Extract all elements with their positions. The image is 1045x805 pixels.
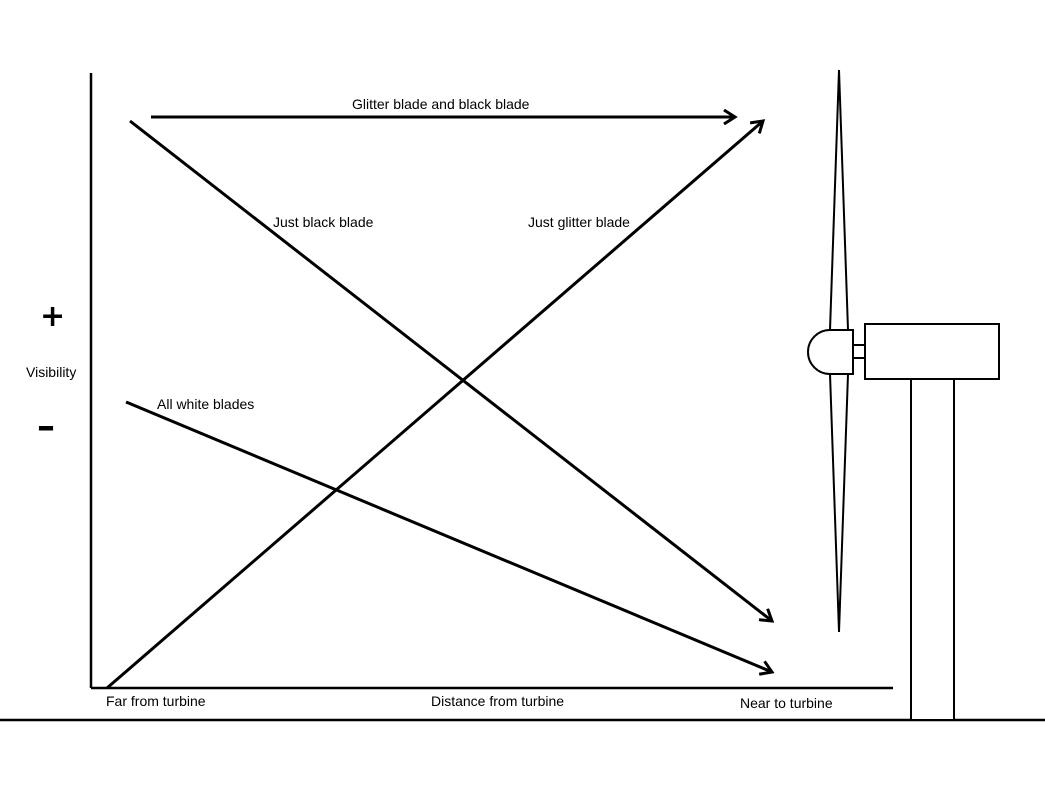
just-glitter-label: Just glitter blade: [528, 214, 630, 230]
y-axis-label: Visibility: [26, 364, 77, 380]
all-white-arrow: [125, 400, 772, 672]
just-black-arrow: [129, 119, 772, 621]
turbine-hub: [807, 329, 854, 375]
turbine-tower: [910, 377, 955, 721]
x-axis-near-label: Near to turbine: [740, 695, 833, 711]
wind-turbine-icon: [807, 69, 1000, 721]
turbine-nacelle: [864, 323, 1000, 380]
glitter-and-black-label: Glitter blade and black blade: [352, 96, 530, 112]
turbine-blade-bottom: [828, 373, 850, 633]
x-axis-label: Distance from turbine: [431, 693, 565, 709]
turbine-blade-top: [828, 69, 850, 331]
x-axis-far-label: Far from turbine: [106, 693, 206, 709]
all-white-label: All white blades: [157, 396, 255, 412]
turbine-shaft: [851, 344, 867, 359]
y-axis-minus-sign: –: [37, 406, 55, 447]
y-axis-plus-sign: +: [40, 299, 66, 334]
just-black-label: Just black blade: [273, 214, 374, 230]
just-glitter-arrow: [106, 121, 763, 690]
